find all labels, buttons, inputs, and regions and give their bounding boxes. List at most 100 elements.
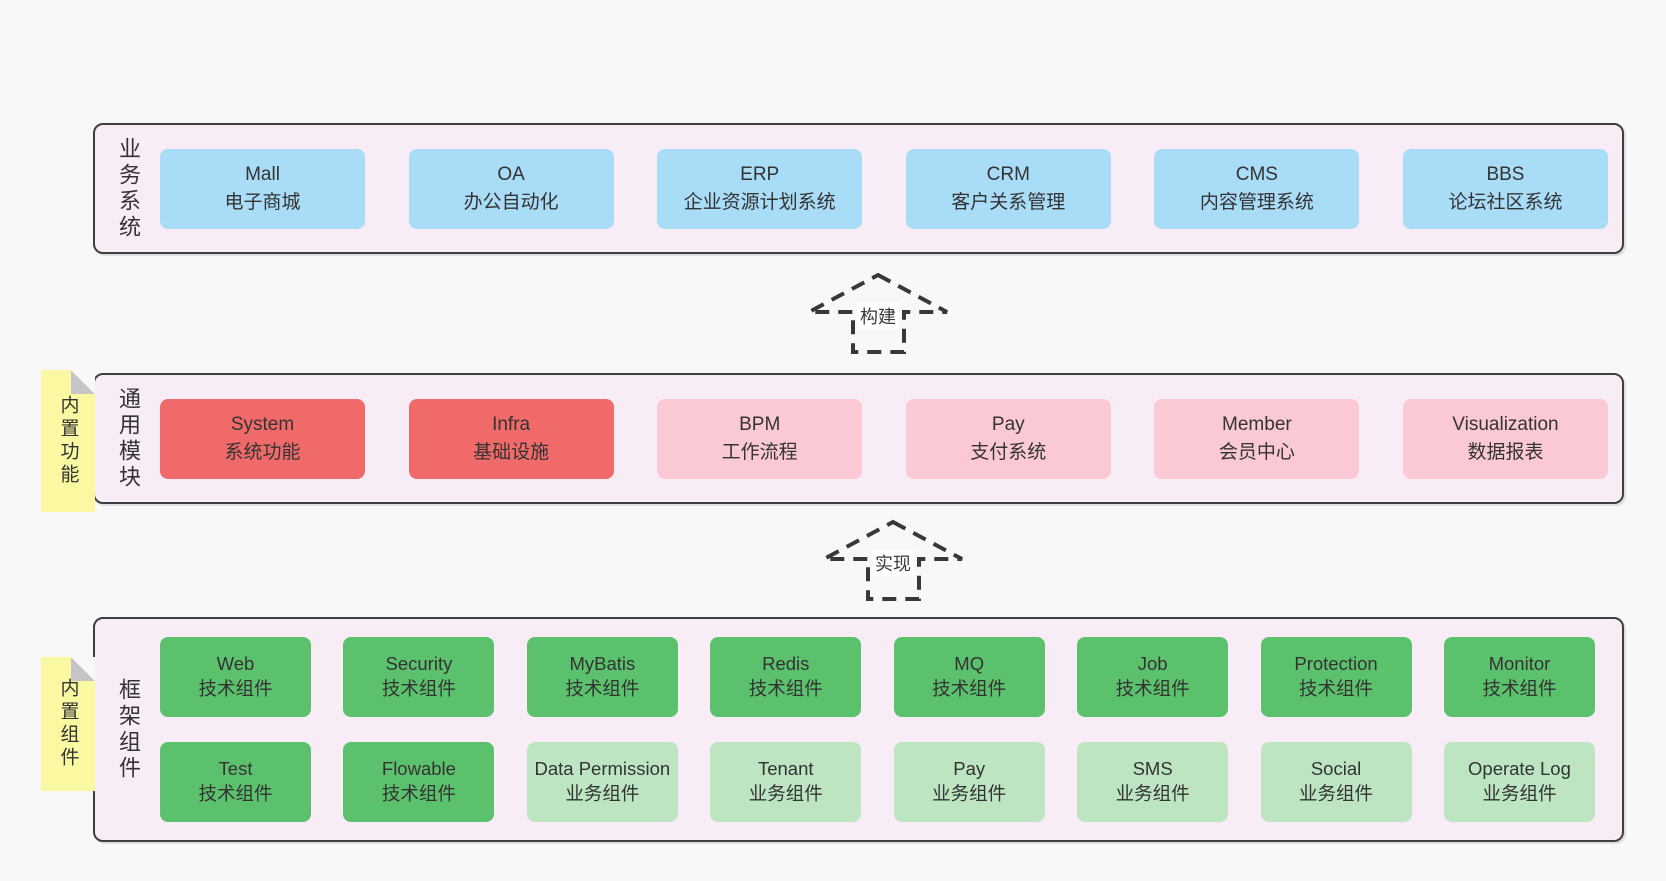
band-common-modules: 内置功能 通用模块 System 系统功能 Infra 基础设施 BPM 工作流… (41, 370, 1624, 512)
box-system: System 系统功能 (160, 398, 365, 479)
band-business-label: 业务系统 (116, 136, 141, 241)
dashed-up-arrow-icon (808, 272, 948, 354)
sticky-note-label: 内置组件 (57, 678, 79, 770)
box-title: Social (1310, 758, 1362, 780)
box-title: OA (497, 163, 525, 185)
box-subtitle: 业务组件 (1299, 783, 1374, 804)
sticky-note-builtin-functions: 内置功能 (41, 370, 95, 512)
box-title: Job (1137, 653, 1168, 675)
box-title: Security (385, 653, 453, 675)
dashed-up-arrow-icon (823, 519, 963, 601)
box-subtitle: 技术组件 (932, 678, 1007, 699)
box-subtitle: 业务组件 (1115, 783, 1190, 804)
box-title: ERP (740, 163, 780, 185)
box-title: Test (218, 758, 253, 780)
box-test: Test 技术组件 (160, 742, 311, 822)
box-title: Member (1222, 413, 1292, 435)
box-subtitle: 电子商城 (224, 191, 301, 213)
box-mall: Mall 电子商城 (160, 148, 365, 229)
box-subtitle: 技术组件 (1482, 678, 1557, 699)
arrow-up-implement: 实现 (822, 519, 964, 601)
box-title: Tenant (757, 758, 814, 780)
arrow-up-build: 构建 (807, 272, 949, 354)
box-subtitle: 基础设施 (473, 441, 550, 463)
sticky-note-builtin-components: 内置组件 (41, 657, 95, 791)
band-modules-label: 通用模块 (116, 386, 141, 491)
box-title: Infra (492, 413, 531, 435)
box-subtitle: 技术组件 (1115, 678, 1190, 699)
box-mq: MQ 技术组件 (893, 637, 1045, 717)
box-oa: OA 办公自动化 (408, 148, 614, 229)
box-member: Member 会员中心 (1154, 398, 1360, 479)
box-title: SMS (1132, 758, 1173, 780)
box-subtitle: 论坛社区系统 (1448, 191, 1563, 213)
box-title: Data Permission (534, 758, 671, 780)
box-subtitle: 业务组件 (1482, 783, 1557, 804)
modules-boxes-row: System 系统功能 Infra 基础设施 BPM 工作流程 Pay 支付系统… (160, 375, 1622, 502)
box-flowable: Flowable 技术组件 (343, 742, 495, 822)
box-title: Monitor (1488, 653, 1551, 675)
box-subtitle: 支付系统 (970, 441, 1047, 463)
box-title: CRM (986, 163, 1030, 185)
box-subtitle: 技术组件 (381, 783, 456, 804)
box-subtitle: 数据报表 (1467, 441, 1544, 463)
box-title: Protection (1294, 653, 1378, 675)
box-operate-log: Operate Log 业务组件 (1443, 742, 1595, 822)
box-subtitle: 业务组件 (748, 783, 823, 804)
box-erp: ERP 企业资源计划系统 (657, 148, 863, 229)
box-subtitle: 技术组件 (748, 678, 823, 699)
box-sms: SMS 业务组件 (1077, 742, 1229, 822)
box-title: Visualization (1452, 413, 1559, 435)
box-title: Redis (762, 653, 810, 675)
box-infra: Infra 基础设施 (408, 398, 614, 479)
box-title: Pay (991, 413, 1025, 435)
box-pay-component: Pay 业务组件 (893, 742, 1045, 822)
arrow-build-label: 构建 (857, 303, 899, 329)
box-title: System (230, 413, 295, 435)
box-subtitle: 技术组件 (198, 678, 273, 699)
box-web: Web 技术组件 (160, 637, 311, 717)
box-title: MyBatis (569, 653, 636, 675)
box-title: Operate Log (1468, 758, 1571, 780)
box-title: MQ (954, 653, 985, 675)
box-subtitle: 技术组件 (198, 783, 273, 804)
box-cms: CMS 内容管理系统 (1154, 148, 1360, 229)
box-redis: Redis 技术组件 (710, 637, 862, 717)
band-business-systems: 业务系统 Mall 电子商城 OA 办公自动化 ERP 企业资源计划系统 CRM… (93, 123, 1624, 254)
box-subtitle: 内容管理系统 (1199, 191, 1314, 213)
box-social: Social 业务组件 (1260, 742, 1412, 822)
box-subtitle: 工作流程 (721, 441, 798, 463)
box-tenant: Tenant 业务组件 (710, 742, 862, 822)
box-bbs: BBS 论坛社区系统 (1402, 148, 1608, 229)
box-title: Web (216, 653, 255, 675)
box-title: BPM (739, 413, 781, 435)
box-job: Job 技术组件 (1077, 637, 1229, 717)
box-subtitle: 客户关系管理 (951, 191, 1066, 213)
box-pay-module: Pay 支付系统 (905, 398, 1111, 479)
box-title: Mall (245, 163, 280, 185)
box-subtitle: 业务组件 (932, 783, 1007, 804)
box-title: Pay (953, 758, 986, 780)
box-data-permission: Data Permission 业务组件 (526, 742, 678, 822)
box-subtitle: 办公自动化 (463, 191, 559, 213)
folded-corner-icon (71, 370, 95, 394)
box-bpm: BPM 工作流程 (657, 398, 863, 479)
box-subtitle: 技术组件 (381, 678, 456, 699)
box-subtitle: 技术组件 (565, 678, 640, 699)
band-framework-label: 框架组件 (116, 677, 141, 782)
box-title: BBS (1486, 163, 1525, 185)
box-subtitle: 企业资源计划系统 (683, 191, 836, 213)
box-title: CMS (1235, 163, 1278, 185)
arrow-implement-label: 实现 (872, 550, 914, 576)
box-monitor: Monitor 技术组件 (1443, 637, 1595, 717)
box-subtitle: 会员中心 (1218, 441, 1295, 463)
box-crm: CRM 客户关系管理 (905, 148, 1111, 229)
sticky-note-label: 内置功能 (57, 395, 79, 487)
box-security: Security 技术组件 (343, 637, 495, 717)
box-protection: Protection 技术组件 (1260, 637, 1412, 717)
folded-corner-icon (71, 657, 95, 681)
box-visualization: Visualization 数据报表 (1402, 398, 1608, 479)
box-subtitle: 技术组件 (1299, 678, 1374, 699)
box-subtitle: 系统功能 (224, 441, 301, 463)
